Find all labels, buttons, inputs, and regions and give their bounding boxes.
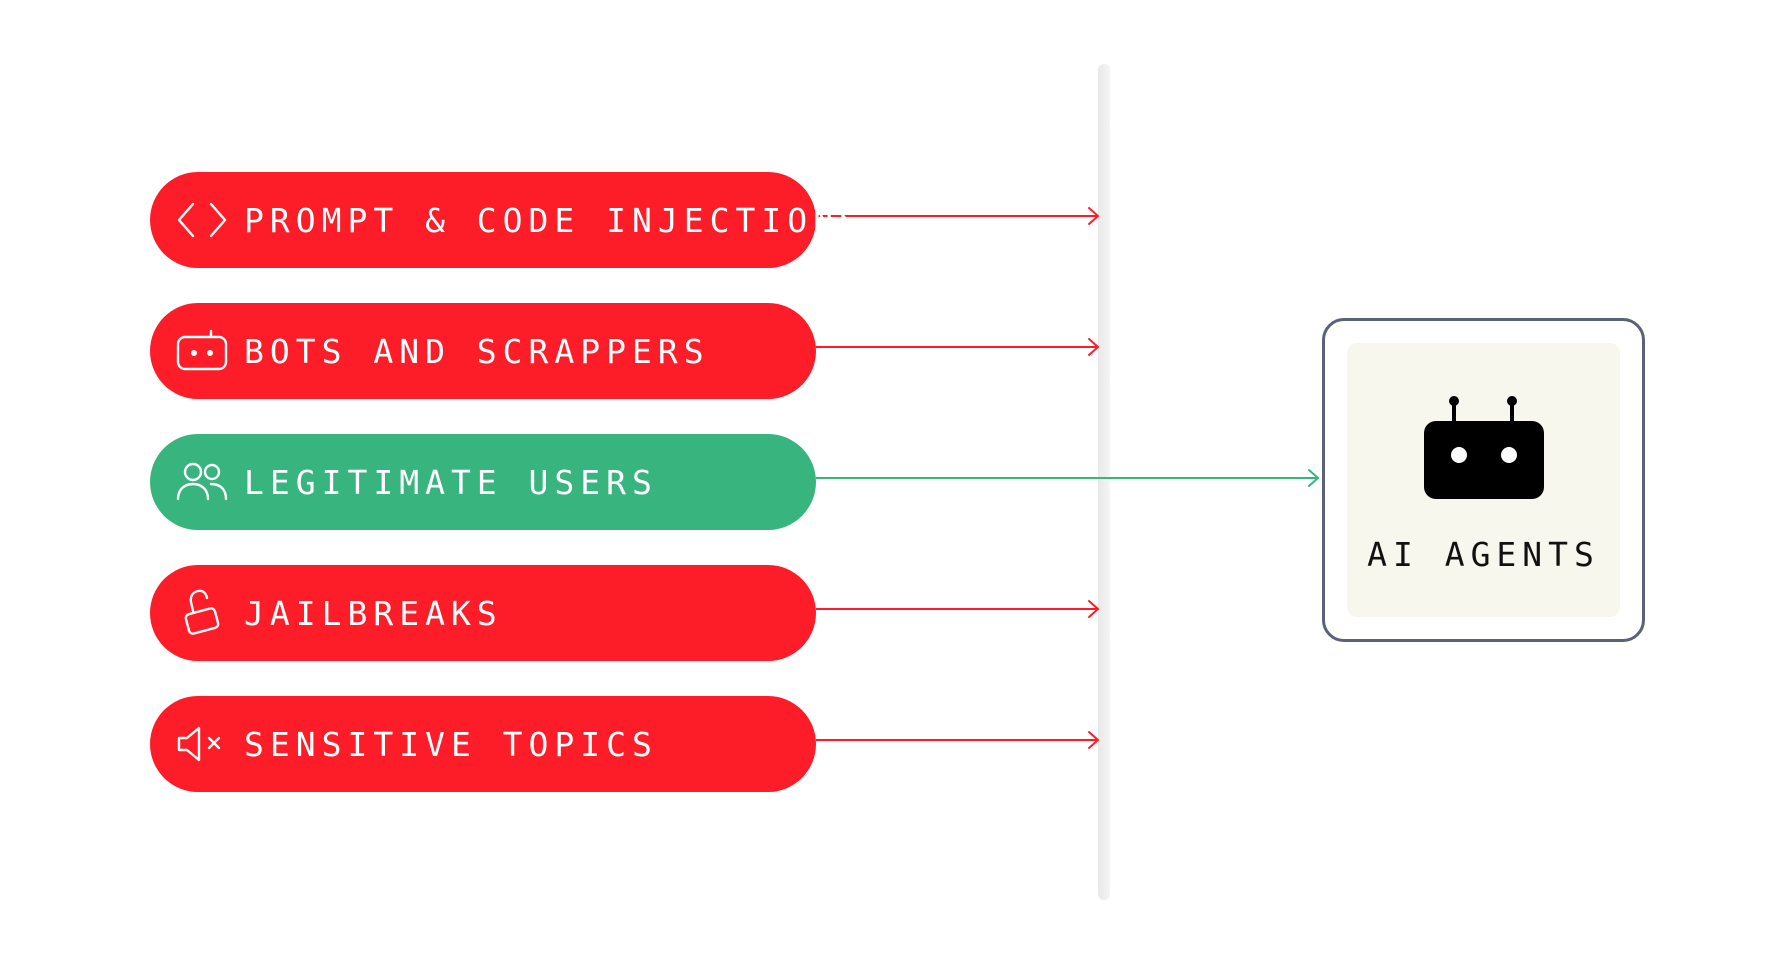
code-brackets-icon bbox=[174, 192, 230, 248]
unlock-icon bbox=[174, 585, 230, 641]
arrow-head-4 bbox=[1088, 731, 1100, 749]
speaker-muted-icon bbox=[174, 716, 230, 772]
pill-label: LEGITIMATE USERS bbox=[244, 462, 658, 502]
pill-legitimate-users: LEGITIMATE USERS bbox=[150, 434, 816, 530]
arrow-head-0 bbox=[1088, 207, 1100, 225]
pill-bots-and-scrappers: BOTS AND SCRAPPERS bbox=[150, 303, 816, 399]
arrow-head-3 bbox=[1088, 600, 1100, 618]
pill-label: PROMPT & CODE INJECTIONS bbox=[244, 200, 865, 240]
pill-jailbreaks: JAILBREAKS bbox=[150, 565, 816, 661]
robot-icon bbox=[1422, 395, 1546, 505]
ai-agents-box: AI AGENTS bbox=[1322, 318, 1645, 642]
pill-label: BOTS AND SCRAPPERS bbox=[244, 331, 710, 371]
ai-agents-panel: AI AGENTS bbox=[1347, 343, 1620, 617]
pill-sensitive-topics: SENSITIVE TOPICS bbox=[150, 696, 816, 792]
users-icon bbox=[174, 454, 230, 510]
filter-wall bbox=[1098, 64, 1110, 900]
arrow-head-2 bbox=[1308, 469, 1320, 487]
pill-label: JAILBREAKS bbox=[244, 593, 503, 633]
ai-agents-label: AI AGENTS bbox=[1367, 535, 1600, 574]
pill-prompt-code-injections: PROMPT & CODE INJECTIONS bbox=[150, 172, 859, 268]
arrow-head-1 bbox=[1088, 338, 1100, 356]
bot-icon bbox=[174, 323, 230, 379]
pill-label: SENSITIVE TOPICS bbox=[244, 724, 658, 764]
